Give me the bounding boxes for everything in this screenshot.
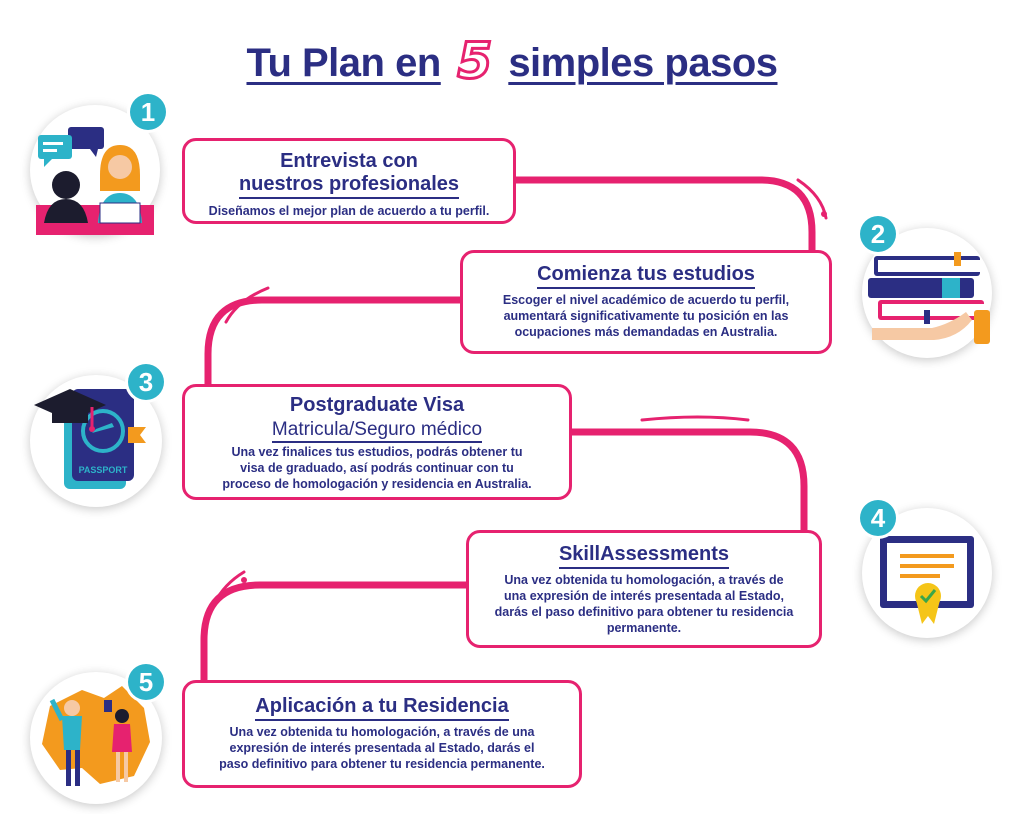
accent-dot-1 <box>821 211 827 217</box>
passport-icon: PASSPORT <box>34 389 146 489</box>
connector-4-5 <box>200 581 470 684</box>
title-number: 5 <box>456 31 494 92</box>
step-1-illustration <box>30 105 160 235</box>
step-3-subheading: Matricula/Seguro médico <box>185 419 569 443</box>
step-4-card: SkillAssessments Una vez obtenida tu hom… <box>466 530 822 648</box>
step-1-badge: 1 <box>130 94 166 130</box>
books-icon <box>868 252 990 344</box>
step-5-badge: 5 <box>128 664 164 700</box>
step-5-text: Una vez obtenida tu homologación, a trav… <box>219 725 545 771</box>
certificate-icon <box>880 536 974 624</box>
connector-2-3 <box>204 296 464 390</box>
step-1-heading: Entrevista con nuestros profesionales <box>185 150 513 199</box>
step-3-heading: Postgraduate Visa <box>289 394 465 416</box>
step-3-text: Una vez finalices tus estudios, podrás o… <box>222 445 532 491</box>
step-4-text: Una vez obtenida tu homologación, a trav… <box>494 573 794 635</box>
connector-3-4 <box>566 428 808 534</box>
passport-label: PASSPORT <box>79 465 128 475</box>
title-suffix: simples pasos <box>508 41 778 85</box>
step-4-heading: SkillAssessments <box>469 543 819 569</box>
step-3-badge: 3 <box>128 364 164 400</box>
residency-icon <box>42 686 150 786</box>
interview-icon <box>36 127 154 235</box>
step-3-card: Postgraduate Visa Matricula/Seguro médic… <box>182 384 572 500</box>
accent-dot-2 <box>241 577 247 583</box>
step-2-text: Escoger el nivel académico de acuerdo tu… <box>502 293 790 339</box>
page-title: Tu Plan en 5 simples pasos <box>0 30 1024 92</box>
accent-arc-3 <box>640 415 750 422</box>
step-1-card: Entrevista con nuestros profesionales Di… <box>182 138 516 224</box>
title-prefix: Tu Plan en <box>246 41 441 85</box>
step-5-card: Aplicación a tu Residencia Una vez obten… <box>182 680 582 788</box>
step-2-heading: Comienza tus estudios <box>463 263 829 289</box>
accent-arc-2 <box>224 286 270 324</box>
step-3-illustration: PASSPORT <box>30 375 162 507</box>
step-4-badge: 4 <box>860 500 896 536</box>
step-5-heading: Aplicación a tu Residencia <box>185 695 579 721</box>
accent-arc-4 <box>212 570 246 606</box>
step-1-text: Diseñamos el mejor plan de acuerdo a tu … <box>208 204 490 218</box>
connector-1-2 <box>511 176 816 254</box>
step-2-badge: 2 <box>860 216 896 252</box>
step-2-card: Comienza tus estudios Escoger el nivel a… <box>460 250 832 354</box>
